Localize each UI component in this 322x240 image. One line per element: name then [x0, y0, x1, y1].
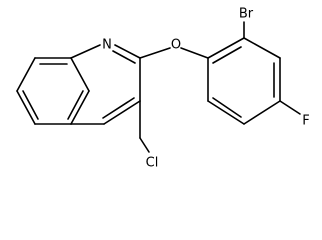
structure-diagram: N O Br F Cl [16, 7, 310, 171]
bond [70, 90, 90, 125]
bond [279, 100, 301, 115]
bond [16, 90, 36, 125]
bond [139, 47, 171, 59]
atom-label-chlorine: Cl [146, 156, 159, 171]
bond [114, 44, 141, 59]
bond-lines [16, 21, 301, 153]
bond [67, 90, 84, 120]
bond [16, 57, 36, 92]
atom-label-bromine: Br [239, 7, 254, 22]
bond [207, 37, 245, 59]
bond [243, 100, 281, 125]
bond [70, 57, 90, 92]
bond [22, 90, 39, 120]
bond [212, 97, 242, 118]
bond [102, 97, 135, 119]
bond [112, 50, 136, 64]
bond [103, 100, 141, 125]
bond [243, 37, 281, 59]
atom-label-nitrogen: N [102, 38, 112, 53]
atom-label-fluorine: F [302, 114, 309, 129]
bond [207, 100, 245, 125]
bond [139, 137, 150, 153]
atom-label-oxygen: O [171, 38, 181, 53]
bond [180, 47, 209, 59]
bond [212, 46, 242, 64]
bond [70, 44, 101, 59]
atom-labels: N O Br F Cl [102, 7, 310, 171]
